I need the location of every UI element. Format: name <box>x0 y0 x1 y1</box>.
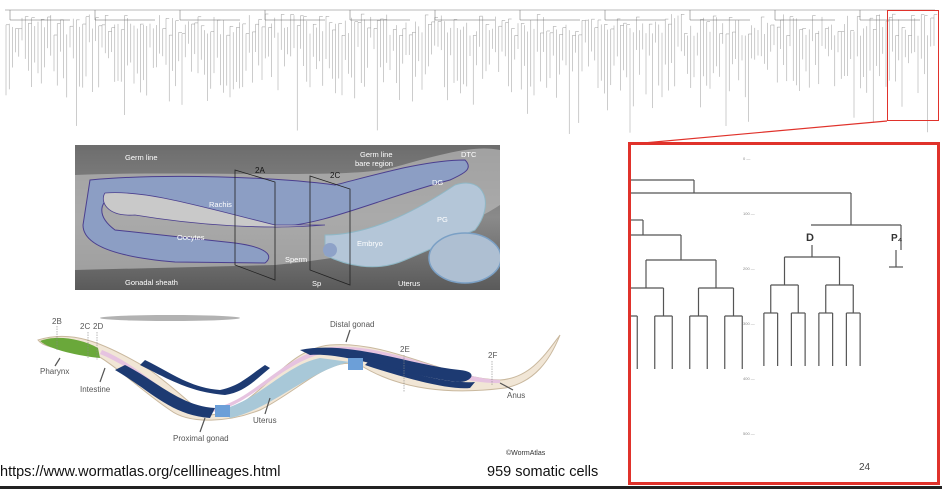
page-number: 24 <box>859 462 871 473</box>
cell-lineage-tree-overview <box>5 9 938 134</box>
label-anus: Anus <box>507 391 525 400</box>
source-url[interactable]: https://www.wormatlas.org/celllineages.h… <box>0 464 281 480</box>
label-dtc: DTC <box>461 150 477 159</box>
label-intestine: Intestine <box>80 385 111 394</box>
label-rachis: Rachis <box>209 200 232 209</box>
time-tick-label: 200 — <box>743 266 755 271</box>
label-dg: DG <box>432 178 443 187</box>
time-tick-label: 0 — <box>743 156 750 161</box>
founder-label-d: D <box>806 232 814 244</box>
worm-anatomy-diagram: 2B 2C 2D Distal gonad 2E 2F Pharynx Inte… <box>37 315 561 457</box>
time-tick-label: 100 — <box>743 211 755 216</box>
label-gonadal-sheath: Gonadal sheath <box>125 278 178 287</box>
label-pg: PG <box>437 215 448 224</box>
lineage-detail-tree: 0 — 100 — 200 — 300 — 400 — 500 — D P₄ 24 <box>619 156 903 473</box>
label-2f: 2F <box>488 351 497 360</box>
label-uterus: Uterus <box>253 416 277 425</box>
label-bare-region: bare region <box>355 159 393 168</box>
wormatlas-copyright: ©WormAtlas <box>506 449 546 457</box>
time-tick-label: 300 — <box>743 321 755 326</box>
label-2c: 2C <box>80 322 90 331</box>
time-tick-label: 500 — <box>743 431 755 436</box>
gonad-micrograph: Germ line 2A 2C Germ line bare region DT… <box>75 145 500 290</box>
label-2d: 2D <box>93 322 103 331</box>
label-2e: 2E <box>400 345 410 354</box>
label-germ-line-bare: Germ line <box>360 150 393 159</box>
label-pharynx: Pharynx <box>40 367 69 376</box>
zoom-region-marker <box>887 10 939 121</box>
founder-label-p4: P₄ <box>891 233 903 244</box>
label-section-2a: 2A <box>255 166 265 175</box>
label-distal-gonad: Distal gonad <box>330 320 374 329</box>
somatic-cell-count-caption: 959 somatic cells <box>487 464 599 480</box>
label-germ-line: Germ line <box>125 153 158 162</box>
label-proximal-gonad: Proximal gonad <box>173 434 229 443</box>
label-2b: 2B <box>52 317 62 326</box>
time-tick-label: 400 — <box>743 376 755 381</box>
label-sperm: Sperm <box>285 255 307 264</box>
label-oocytes: Oocytes <box>177 233 205 242</box>
bottom-divider <box>0 486 942 489</box>
label-uterus: Uterus <box>398 279 420 288</box>
label-embryo: Embryo <box>357 239 383 248</box>
label-section-2c: 2C <box>330 171 340 180</box>
lineage-detail-panel: 0 — 100 — 200 — 300 — 400 — 500 — D P₄ 24 <box>619 142 940 485</box>
label-sp: Sp <box>312 279 321 288</box>
